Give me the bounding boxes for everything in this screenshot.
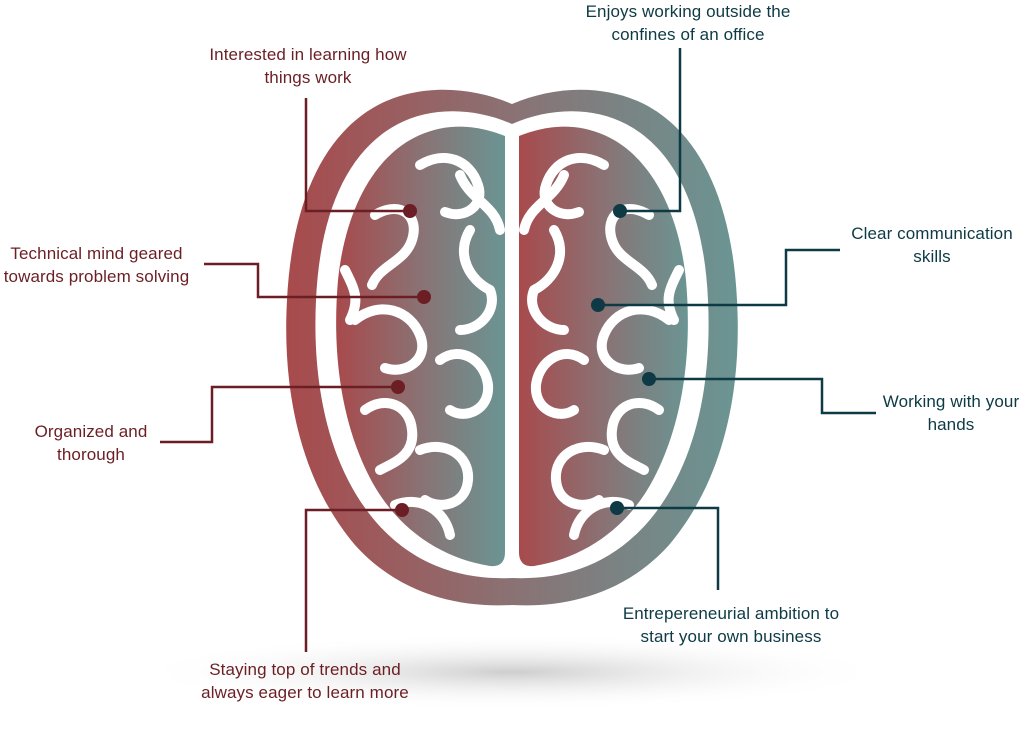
label-entrepreneurial-line1: Entrepereneurial ambition to	[622, 604, 840, 623]
dot-organized	[391, 380, 405, 394]
label-communication-line2: skills	[913, 247, 951, 266]
dot-technical	[417, 290, 431, 304]
label-communication-line1: Clear communication	[851, 224, 1013, 243]
label-entrepreneurial: Entrepereneurial ambition to start your …	[612, 602, 850, 648]
label-interested: Interested in learning how things work	[206, 43, 410, 89]
dot-communication	[591, 298, 605, 312]
leader-line-trends	[304, 508, 402, 652]
label-trends: Staying top of trends and always eager t…	[194, 658, 416, 704]
dot-hands	[642, 372, 656, 386]
leader-line-entrepreneurial	[617, 506, 720, 590]
leader-line-hands	[649, 377, 876, 415]
label-interested-line2: things work	[264, 68, 352, 87]
label-communication: Clear communication skills	[842, 222, 1022, 268]
brain-shadow	[132, 634, 892, 710]
label-entrepreneurial-line2: start your own business	[640, 627, 822, 646]
dot-outside	[613, 204, 627, 218]
label-technical-line1: Technical mind geared	[10, 244, 183, 263]
brain-folds	[340, 152, 684, 540]
leader-line-organized	[160, 385, 398, 444]
label-technical-line2: towards problem solving	[3, 267, 190, 286]
label-organized: Organized and thorough	[30, 420, 152, 466]
dot-interested	[403, 204, 417, 218]
label-organized-line1: Organized and	[34, 422, 148, 441]
label-interested-line1: Interested in learning how	[209, 45, 407, 64]
label-trends-line2: always eager to learn more	[201, 683, 409, 702]
leader-line-interested	[304, 98, 410, 213]
label-outside-line1: Enjoys working outside the	[585, 2, 791, 21]
leader-line-outside	[620, 48, 682, 213]
dot-trends	[395, 503, 409, 517]
label-trends-line1: Staying top of trends and	[209, 660, 401, 679]
label-organized-line2: thorough	[57, 445, 125, 464]
leader-line-technical	[204, 262, 424, 299]
dot-entrepreneurial	[610, 501, 624, 515]
label-outside: Enjoys working outside the confines of a…	[574, 0, 802, 46]
label-hands-line2: hands	[927, 415, 975, 434]
label-hands-line1: Working with your	[882, 392, 1020, 411]
label-hands: Working with your hands	[878, 390, 1024, 436]
label-technical: Technical mind geared towards problem so…	[0, 242, 193, 288]
label-outside-line2: confines of an office	[611, 25, 765, 44]
leader-line-communication	[598, 248, 840, 307]
